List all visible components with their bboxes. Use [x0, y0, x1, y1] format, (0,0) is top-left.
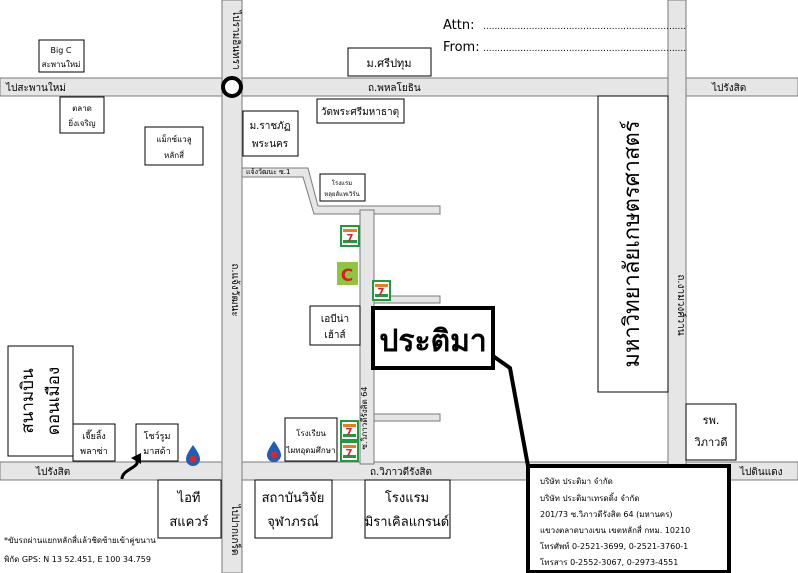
road-label-vibhavadi-rangsit: ถ.วิภาวดีรังสิต	[370, 466, 432, 478]
landmark-hotel-louis: โรงแรม หลุยส์แทเวิร์น	[319, 173, 366, 202]
road-label-phahonyothin: ถ.พหลโยธิน	[368, 81, 421, 94]
company-fax: โทรสาร 0-2552-3067, 0-2973-4551	[540, 557, 678, 567]
company-phone: โทรศัพท์ 0-2521-3699, 0-2521-3760-1	[540, 541, 688, 551]
attn-dots: ........................................…	[483, 22, 686, 32]
road-label-soi-vibhavadi-64: ซ.วิภาวดีรังสิต 64	[360, 387, 369, 450]
footnote-directions: *ขับรถผ่านแยกหลักสี่แล้วชิดซ้ายเข้าคู่ขน…	[4, 534, 156, 546]
landmark-talad-ying-charoen: ตลาด ยิ่งเจริญ	[59, 96, 105, 134]
landmark-abina-house: เอบีน่า เฮ้าส์	[309, 305, 361, 346]
svg-text:พระนคร: พระนคร	[252, 139, 289, 150]
svg-text:โรงแรม: โรงแรม	[332, 179, 352, 187]
road-label-to-rangsit-bottom: ไปรังสิต	[35, 466, 70, 478]
road-soi-branch-2	[373, 413, 441, 422]
company-name-label: ประติมา	[379, 324, 486, 359]
svg-text:7: 7	[347, 233, 354, 244]
seven-eleven-icon: 7	[340, 225, 360, 247]
svg-text:ไผทอุดมศึกษา: ไผทอุดมศึกษา	[286, 446, 336, 455]
road-soi-chaeng-watthana-1	[241, 167, 441, 215]
landmark-wat: วัดพระศรีมหาธาตุ	[316, 98, 405, 124]
landmark-don-mueang-airport: สนามบิน ดอนเมือง	[7, 345, 74, 457]
svg-text:มิราเคิลแกรนด์: มิราเคิลแกรนด์	[365, 514, 450, 530]
svg-text:มาสด้า: มาสด้า	[143, 446, 170, 457]
svg-text:โรงเรียน: โรงเรียน	[296, 428, 326, 438]
landmark-rajabhat: ม.ราชภัฏ พระนคร	[242, 110, 299, 157]
road-vertical-chaeng-watthana	[221, 0, 243, 573]
landmark-makro: แม็กซ์แวลู หลักสี่	[144, 126, 204, 166]
svg-text:สแควร์: สแควร์	[169, 514, 208, 530]
svg-text:7: 7	[346, 427, 353, 438]
svg-text:ยิ่งเจริญ: ยิ่งเจริญ	[68, 117, 96, 128]
svg-text:เจี๊ยลิ้ง: เจี๊ยลิ้ง	[82, 429, 106, 442]
svg-text:วัดพระศรีมหาธาตุ: วัดพระศรีมหาธาตุ	[321, 106, 399, 118]
svg-text:พลาซ่า: พลาซ่า	[80, 447, 108, 457]
road-label-to-din-daeng: ไปดินแดง	[739, 466, 783, 478]
road-phahonyothin	[0, 77, 798, 97]
svg-text:หลักสี่: หลักสี่	[164, 149, 184, 160]
seven-eleven-icon: 7	[340, 420, 359, 441]
svg-text:7: 7	[346, 448, 353, 459]
from-dots: ........................................…	[483, 44, 686, 54]
company-info-line: บริษัท ประติมา จำกัด	[540, 477, 613, 486]
road-label-to-ram-inthra: ไปรามอินทรา	[230, 9, 242, 69]
seven-eleven-icon: 7	[340, 441, 359, 462]
svg-text:Big C: Big C	[51, 46, 72, 55]
svg-text:สถาบันวิจัย: สถาบันวิจัย	[262, 491, 325, 506]
svg-text:7: 7	[378, 287, 385, 298]
svg-text:ม.ศรีปทุม: ม.ศรีปทุม	[366, 57, 411, 70]
svg-text:C: C	[341, 266, 353, 286]
landmark-kasetsart: มหาวิทยาลัยเกษตรศาสตร์	[597, 95, 669, 393]
svg-text:มหาวิทยาลัยเกษตรศาสตร์: มหาวิทยาลัยเกษตรศาสตร์	[620, 120, 645, 367]
big-c-logo-icon: C	[337, 262, 358, 286]
road-label-soi-chaeng-watthana-1: แจ้งวัฒนะ ซ.1	[246, 168, 291, 176]
landmark-vibhavadi-hospital: รพ. วิภาวดี	[685, 403, 737, 461]
landmark-school: โรงเรียน ไผทอุดมศึกษา	[284, 417, 338, 462]
svg-text:แม็กซ์แวลู: แม็กซ์แวลู	[156, 134, 191, 145]
landmark-it-square: ไอที สแควร์	[157, 479, 222, 539]
landmark-jialeng-plaza: เจี๊ยลิ้ง พลาซ่า	[72, 423, 116, 462]
landmark-chulabhorn: สถาบันวิจัย จุฬาภรณ์	[254, 479, 333, 539]
u-turn-arrow-icon	[120, 453, 141, 480]
gas-station-icon	[267, 441, 281, 462]
svg-text:ตลาด: ตลาด	[72, 104, 92, 113]
svg-text:วิภาวดี: วิภาวดี	[694, 436, 728, 449]
seven-eleven-icon: 7	[372, 280, 391, 301]
road-label-to-rangsit-top: ไปรังสิต	[711, 82, 746, 94]
svg-text:ม.ราชภัฏ: ม.ราชภัฏ	[250, 121, 291, 132]
svg-text:หลุยส์แทเวิร์น: หลุยส์แทเวิร์น	[324, 190, 359, 198]
svg-text:เอบีน่า: เอบีน่า	[321, 313, 349, 325]
landmark-mazda-showroom: โชว์รูม มาสด้า	[135, 423, 179, 462]
svg-text:เฮ้าส์: เฮ้าส์	[324, 329, 345, 341]
company-info-line: แขวงตลาดบางเขน เขตหลักสี่ กทม. 10210	[540, 524, 690, 535]
gas-station-icon	[186, 445, 200, 466]
svg-text:รพ.: รพ.	[703, 414, 720, 427]
landmark-sripatum: ม.ศรีปทุม	[347, 47, 432, 77]
svg-text:ไอที: ไอที	[177, 490, 201, 506]
footnote-gps: พิกัด GPS: N 13 52.451, E 100 34.759	[4, 555, 151, 564]
roundabout-icon	[221, 76, 243, 98]
svg-text:โรงแรม: โรงแรม	[385, 490, 429, 506]
svg-text:โชว์รูม: โชว์รูม	[144, 430, 171, 442]
road-label-to-pak-kret: ไปปากเกร็ด	[229, 504, 243, 556]
company-info-box: บริษัท ประติมา จำกัด บริษัท ประติมาเทรดด…	[526, 464, 731, 573]
road-label-chaeng-watthana: ถ.แจ้งวัฒนะ	[229, 263, 241, 316]
landmark-big-c: Big C สะพานใหม่	[38, 39, 85, 73]
company-location-box: ประติมา	[371, 306, 495, 370]
pointer-line	[491, 354, 530, 467]
attn-label: Attn:	[443, 18, 474, 33]
svg-text:สนามบิน: สนามบิน	[18, 368, 38, 434]
road-label-ngam-wong-wan: ถ.งามวงศ์วาน	[675, 274, 687, 335]
company-info-line: บริษัท ประติมาเทรดดิ้ง จำกัด	[540, 492, 639, 503]
from-label: From:	[443, 40, 480, 55]
svg-text:จุฬาภรณ์: จุฬาภรณ์	[267, 514, 318, 530]
svg-text:ดอนเมือง: ดอนเมือง	[44, 367, 64, 435]
landmark-miracle-grand: โรงแรม มิราเคิลแกรนด์	[364, 479, 451, 539]
road-label-to-saphan-mai: ไปสะพานใหม่	[5, 82, 66, 94]
company-info-line: 201/73 ซ.วิภาวดีรังสิต 64 (มหานคร)	[540, 510, 673, 519]
svg-text:สะพานใหม่: สะพานใหม่	[42, 60, 81, 69]
